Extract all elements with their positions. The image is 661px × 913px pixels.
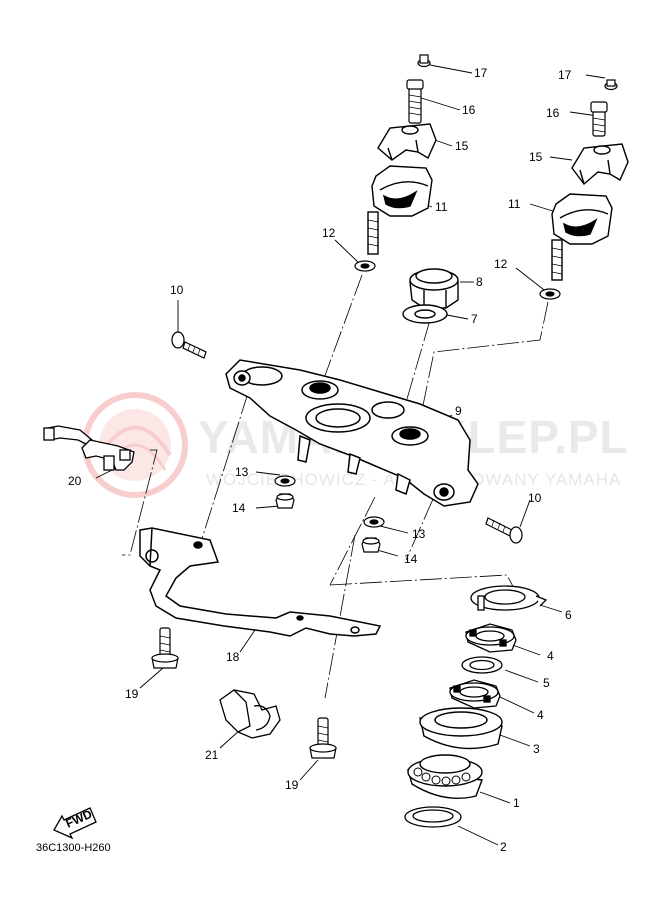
part-7-washer xyxy=(402,304,448,324)
part-15-holder-upper-right xyxy=(571,143,629,186)
part-4-ring-nut-lower xyxy=(449,679,501,709)
part-1-bearing xyxy=(407,754,483,799)
part-21-clip xyxy=(219,689,281,739)
callout-5: 5 xyxy=(543,676,550,690)
part-15-holder-upper-left xyxy=(377,123,437,161)
callout-14-left: 14 xyxy=(232,501,246,515)
callout-10-upper: 10 xyxy=(170,283,184,297)
callout-8: 8 xyxy=(476,275,483,289)
callout-17-left: 17 xyxy=(474,66,488,80)
callout-21: 21 xyxy=(205,748,219,762)
callout-12-left: 12 xyxy=(322,226,336,240)
callout-12-right: 12 xyxy=(494,257,508,271)
callout-1: 1 xyxy=(513,796,520,810)
callout-16-right: 16 xyxy=(546,106,560,120)
callout-18: 18 xyxy=(226,650,240,664)
callout-15-left: 15 xyxy=(455,139,469,153)
callout-11-left: 11 xyxy=(435,200,448,214)
callout-11-right: 11 xyxy=(508,197,521,211)
leader-lines xyxy=(95,64,606,846)
callout-13-left: 13 xyxy=(235,465,249,479)
callout-3: 3 xyxy=(533,742,540,756)
callout-7: 7 xyxy=(471,312,478,326)
callout-10-lower: 10 xyxy=(528,491,542,505)
part-6-lock-washer xyxy=(470,585,548,611)
part-11-holder-lower-left xyxy=(367,165,433,255)
part-14-nut-right xyxy=(361,537,381,553)
part-19-bolt-right xyxy=(309,717,337,759)
part-13-washer-left xyxy=(274,475,296,487)
callout-4-lower: 4 xyxy=(537,708,544,722)
callout-20: 20 xyxy=(68,474,82,488)
callout-6: 6 xyxy=(565,608,572,622)
part-9-upper-bracket xyxy=(225,359,479,507)
part-10-bolt-upper xyxy=(171,331,207,359)
part-16-bolt-left xyxy=(406,79,424,124)
part-11-holder-lower-right xyxy=(551,193,613,281)
callout-4-upper: 4 xyxy=(547,649,554,663)
part-20-wire-clamp xyxy=(43,425,135,471)
part-8-cap-nut xyxy=(409,268,459,309)
part-16-bolt-right xyxy=(590,101,608,137)
part-12-washer-right xyxy=(539,288,561,300)
diagram-code: 36C1300-H260 xyxy=(36,842,111,854)
part-5-washer xyxy=(461,656,503,674)
part-17-cap-right xyxy=(604,79,618,91)
fwd-arrow: FWD xyxy=(53,807,97,840)
callout-16-left: 16 xyxy=(462,103,476,117)
part-19-bolt-left xyxy=(151,627,179,669)
callout-19-right: 19 xyxy=(285,778,299,792)
part-10-bolt-lower xyxy=(485,517,523,544)
part-17-cap-left xyxy=(417,54,431,68)
callout-13-right: 13 xyxy=(412,527,426,541)
part-13-washer-right xyxy=(363,516,385,528)
part-4-ring-nut-upper xyxy=(465,623,517,653)
part-18-bracket-plate xyxy=(139,527,382,637)
callout-15-right: 15 xyxy=(529,150,543,164)
callout-17-right: 17 xyxy=(558,68,572,82)
callout-2: 2 xyxy=(500,840,507,854)
callout-labels: 17 16 15 11 12 8 7 9 10 17 16 15 11 12 1… xyxy=(68,66,572,854)
part-3-bearing-race xyxy=(419,707,503,750)
part-14-nut-left xyxy=(275,493,295,509)
callout-14-right: 14 xyxy=(404,552,418,566)
callout-9: 9 xyxy=(455,404,462,418)
part-12-washer-left xyxy=(354,260,376,272)
part-2-seal xyxy=(404,806,462,828)
callout-19-left: 19 xyxy=(125,687,139,701)
